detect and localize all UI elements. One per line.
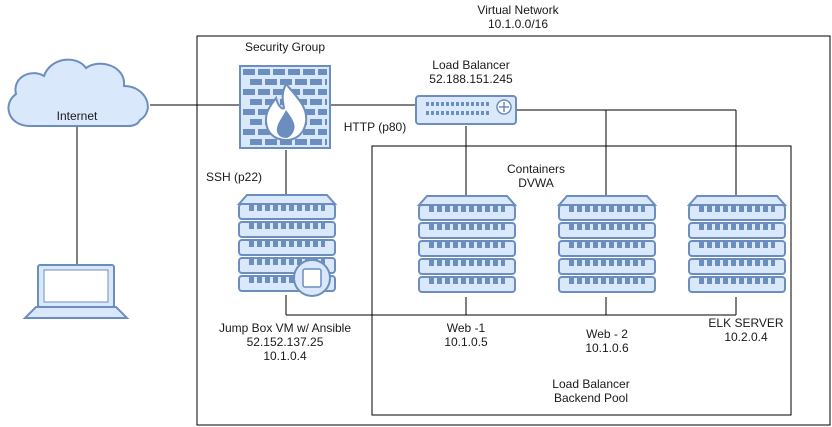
elk-name: ELK SERVER: [708, 316, 784, 330]
backend-pool-line1: Load Balancer: [552, 377, 630, 391]
vnet-title: Virtual Network: [477, 3, 559, 17]
web2-ip: 10.1.0.6: [585, 341, 629, 355]
security-group-label: Security Group: [244, 40, 326, 54]
vnet-cidr: 10.1.0.0/16: [487, 17, 549, 31]
web1-label: Web -1 10.1.0.5: [416, 321, 516, 349]
ssh-port-label: SSH (p22): [205, 170, 263, 184]
connectors: [76, 104, 737, 316]
cloud-icon: [7, 58, 149, 127]
load-balancer-ip: 52.188.151.245: [429, 72, 513, 86]
firewall-icon: [239, 65, 331, 149]
containers-line2: DVWA: [518, 176, 554, 190]
load-balancer-label: Load Balancer 52.188.151.245: [406, 58, 536, 86]
web1-ip: 10.1.0.5: [444, 335, 488, 349]
jumpbox-name: Jump Box VM w/ Ansible: [218, 321, 352, 335]
jumpbox-server-icon: [239, 195, 335, 297]
elk-label: ELK SERVER 10.2.0.4: [696, 316, 796, 344]
web2-server-icon: [559, 196, 655, 292]
web1-server-icon: [419, 196, 515, 292]
jumpbox-label: Jump Box VM w/ Ansible 52.152.137.25 10.…: [205, 321, 365, 363]
jumpbox-public-ip: 52.152.137.25: [246, 335, 324, 349]
backend-pool-boundary: [371, 145, 792, 416]
load-balancer-icon: [415, 95, 517, 125]
containers-line1: Containers: [506, 162, 566, 176]
vnet-boundary: [196, 35, 831, 426]
containers-label: Containers DVWA: [486, 162, 586, 190]
laptop-icon: [22, 264, 130, 319]
load-balancer-name: Load Balancer: [432, 58, 510, 72]
jumpbox-private-ip: 10.1.0.4: [263, 349, 307, 363]
backend-pool-line2: Backend Pool: [553, 391, 629, 405]
web1-name: Web -1: [446, 321, 486, 335]
internet-label: Internet: [56, 109, 98, 123]
backend-pool-label: Load Balancer Backend Pool: [531, 377, 651, 405]
web2-name: Web - 2: [586, 327, 628, 341]
web2-label: Web - 2 10.1.0.6: [557, 327, 657, 355]
elk-server-icon: [689, 196, 785, 292]
elk-ip: 10.2.0.4: [724, 330, 768, 344]
vnet-label: Virtual Network 10.1.0.0/16: [448, 3, 588, 31]
http-port-label: HTTP (p80): [343, 120, 407, 134]
